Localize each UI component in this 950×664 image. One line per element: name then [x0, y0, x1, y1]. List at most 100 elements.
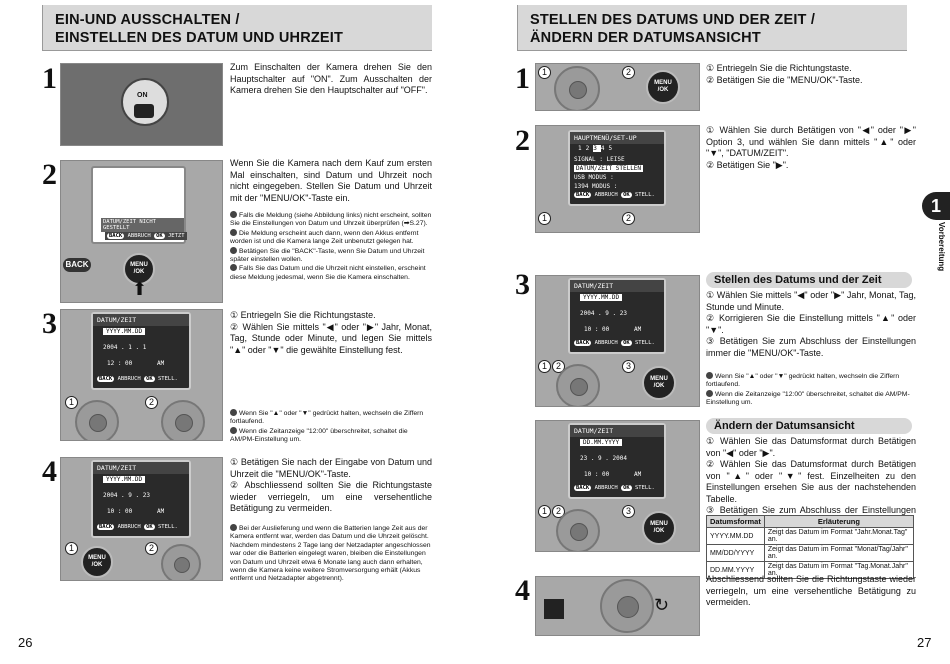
circle-2-icon: 2 — [145, 396, 158, 409]
note: Falls Sie das Datum und die Uhrzeit nich… — [230, 265, 426, 281]
note: Falls die Meldung (siehe Abbildung links… — [230, 212, 432, 228]
menu-ok-button[interactable]: MENU/OK — [642, 366, 676, 400]
lcd-ampm: AM — [634, 471, 642, 478]
right-step4-text: Abschliessend sollten Sie die Richtungst… — [706, 574, 916, 607]
lcd-time: 12 : 00 — [107, 360, 133, 367]
note: Die Meldung erscheint auch dann, wenn de… — [230, 229, 419, 246]
lcd-button-bar: BACK ABBRUCH OK STELL. — [97, 524, 185, 533]
lcd-ampm: AM — [157, 360, 165, 367]
circle-1-icon: 1 — [538, 212, 551, 225]
lcd-row-key: USB MODUS — [574, 174, 607, 181]
note-icon — [230, 228, 237, 236]
left-title-line2: EINSTELLEN DES DATUM UND UHRZEIT — [55, 30, 344, 46]
step1-item: ① Entriegeln Sie die Richtungstaste. — [706, 63, 852, 73]
step-number: 3 — [42, 307, 57, 340]
note-icon — [230, 524, 237, 531]
subheading-set-date: Stellen des Datums und der Zeit — [706, 272, 912, 288]
switch-lever — [134, 104, 154, 118]
ok-label: /OK — [133, 269, 145, 275]
direction-dial[interactable] — [556, 509, 600, 551]
camera-top-photo: ON — [60, 63, 223, 146]
lcd-stell: STELL. — [635, 192, 655, 198]
lcd-time: 10 : 00 — [107, 508, 133, 515]
lcd-tab-active: 3 — [593, 145, 601, 152]
direction-dial[interactable] — [75, 400, 119, 440]
step-number: 1 — [515, 62, 530, 95]
lcd-header: DATUM/ZEIT — [570, 280, 664, 292]
menu-label: MENU — [130, 262, 148, 268]
direction-dial[interactable] — [600, 579, 654, 633]
lcd-tab: 1 — [578, 145, 586, 152]
step3-photo: DATUM/ZEIT YYYY.MM.DD 2004 . 1 . 1 12 : … — [60, 309, 223, 441]
lcd-abbruch: ABBRUCH — [594, 192, 618, 198]
note: Wenn die Zeitanzeige "12:00" überschreit… — [706, 390, 910, 407]
menu-ok-button[interactable]: MENU/OK — [642, 511, 676, 545]
step2-item: ① Wählen Sie durch Betätigen von "◀" ode… — [706, 125, 916, 158]
lcd-back-key: BACK — [574, 340, 592, 346]
direction-dial[interactable] — [161, 400, 205, 440]
lcd-ok-key: OK — [621, 340, 632, 346]
direction-dial[interactable] — [556, 364, 600, 406]
menu-label: MENU — [650, 376, 668, 382]
lcd-date: 2004 . 9 . 23 — [580, 310, 627, 317]
table-cell: Zeigt das Datum im Format "Monat/Tag/Jah… — [763, 544, 915, 562]
circle-1-icon: 1 — [65, 396, 78, 409]
step3-item: ② Wählen Sie mittels "◀" oder "▶" Jahr, … — [230, 321, 432, 355]
lcd-format: DD.MM.YYYY — [580, 439, 623, 446]
table-header: Datumsformat — [706, 515, 765, 528]
lcd-format: YYYY.MM.DD — [103, 328, 146, 335]
left-title-line1: EIN-UND AUSSCHALTEN / — [55, 12, 240, 28]
step3b-photo: DATUM/ZEIT DD.MM.YYYY 23 . 9 . 2004 10 :… — [535, 420, 700, 552]
circle-2-icon: 2 — [622, 66, 635, 79]
note-icon — [706, 372, 713, 379]
menu-label: MENU — [654, 80, 672, 86]
note-icon — [706, 389, 713, 397]
lcd-abbruch: ABBRUCH — [117, 376, 141, 382]
subheading-change-format: Ändern der Datumsansicht — [706, 418, 912, 434]
rotate-arrow-icon: ↻ — [654, 595, 670, 615]
circle-1-icon: 1 — [538, 360, 551, 373]
step4-photo: ↻ — [535, 576, 700, 636]
step3-list: ① Entriegeln Sie die Richtungstaste. ② W… — [230, 310, 432, 356]
note-icon — [230, 211, 237, 218]
lcd-tab: 5 — [608, 145, 617, 152]
lcd-header: DATUM/ZEIT — [570, 425, 664, 437]
direction-dial[interactable] — [554, 66, 600, 110]
step3-item: ② Korrigieren Sie die Einstellung mittel… — [706, 313, 916, 335]
lcd-row-value: : — [613, 183, 618, 190]
circle-3-icon: 3 — [622, 360, 635, 373]
lcd-screen: DATUM/ZEIT YYYY.MM.DD 2004 . 9 . 23 10 :… — [568, 278, 666, 354]
note: Wenn die Zeitanzeige "12:00" überschreit… — [230, 427, 408, 444]
chapter-badge: 1 — [922, 192, 950, 220]
menu-ok-button[interactable]: MENU/OK — [123, 253, 155, 285]
lcd-header: HAUPTMENÜ/SET-UP — [570, 132, 664, 144]
step4-list: ① Betätigen Sie nach der Eingabe von Dat… — [230, 457, 432, 515]
lcd-back-key: BACK — [574, 192, 592, 198]
lcd-ok-key: OK — [144, 376, 155, 382]
lcd-ok-key: OK — [154, 233, 165, 239]
table-row: DD.MM.YYYY Zeigt das Datum im Format "Ta… — [706, 561, 915, 579]
table-cell: DD.MM.YYYY — [706, 561, 765, 579]
direction-dial[interactable] — [161, 544, 201, 580]
menu-ok-button[interactable]: MENU/OK — [81, 546, 113, 578]
lcd-jetzt: JETZT — [168, 233, 185, 239]
ok-label: /OK — [91, 562, 103, 568]
note: Bei der Auslieferung und wenn die Batter… — [230, 525, 431, 583]
lcd-row-value: STELLEN — [615, 165, 642, 172]
ok-label: /OK — [653, 528, 665, 534]
table-cell: Zeigt das Datum im Format "Jahr.Monat.Ta… — [763, 527, 915, 545]
lcd-row-key: 1394 MODUS — [574, 183, 611, 190]
table-cell: MM/DD/YYYY — [706, 544, 765, 562]
lcd-ampm: AM — [634, 326, 642, 333]
lcd-row: USB MODUS : — [574, 174, 614, 181]
step3-item: ① Wählen Sie mittels "◀" oder "▶" Jahr, … — [706, 290, 916, 312]
step1-text: Zum Einschalten der Kamera drehen Sie de… — [230, 62, 432, 95]
note: Wenn Sie "▲" oder "▼" gedrückt halten, w… — [230, 410, 424, 426]
table-cell: Zeigt das Datum im Format "Tag.Monat.Jah… — [763, 561, 915, 579]
menu-ok-button[interactable]: MENU/OK — [646, 70, 680, 104]
back-button[interactable]: BACK — [63, 258, 91, 272]
note: Wenn Sie "▲" oder "▼" gedrückt halten, w… — [706, 373, 900, 389]
ok-label: /OK — [657, 87, 669, 93]
step3-notes: Wenn Sie "▲" oder "▼" gedrückt halten, w… — [230, 409, 432, 445]
lcd-screen: HAUPTMENÜ/SET-UP 12345 SIGNAL : LEISE DA… — [568, 130, 666, 206]
